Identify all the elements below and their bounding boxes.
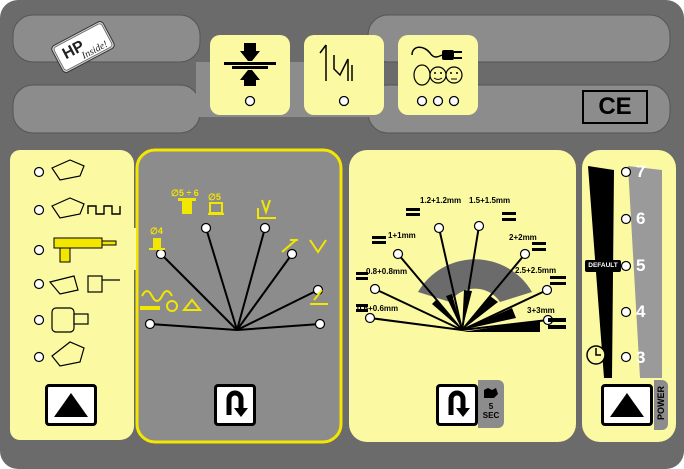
cycle-arrow-icon — [448, 390, 470, 417]
default-badge: DEFAULT — [585, 260, 621, 272]
stud-weld-icon — [319, 44, 353, 81]
thk-led-4 — [433, 222, 445, 234]
thk-label-6: 2+2mm — [509, 233, 537, 242]
thk-led-3 — [392, 248, 404, 260]
plug-mode-icon — [411, 46, 463, 86]
thk-label-8: 3+3mm — [527, 306, 555, 315]
thk-label-4: 1.2+1.2mm — [420, 196, 462, 205]
tool-item-5[interactable] — [33, 307, 89, 333]
tool-item-2[interactable] — [33, 197, 121, 219]
thk-led-1 — [364, 312, 376, 324]
thk-label-3: 1+1mm — [388, 231, 416, 240]
mode-stud-led — [338, 95, 350, 107]
label-d56: ∅5 ÷ 6 — [171, 188, 199, 198]
up-triangle-icon — [610, 393, 644, 417]
thk-label-1: 0.6+0.6mm — [357, 304, 399, 313]
power-wedge-gray — [628, 166, 662, 378]
power-label: POWER — [656, 386, 666, 421]
power-led-4 — [620, 306, 632, 318]
tool-item-4[interactable] — [33, 275, 121, 295]
thk-led-5 — [473, 220, 485, 232]
thk-led-6 — [519, 248, 531, 260]
plug-sub-led-1 — [416, 95, 428, 107]
func-led-5 — [286, 248, 298, 260]
plug-sub-led-2 — [432, 95, 444, 107]
label-d4: ∅4 — [150, 226, 163, 236]
hold-sec-unit: SEC — [482, 411, 500, 420]
tools-panel — [33, 159, 121, 367]
func-led-4 — [259, 222, 271, 234]
mode-stud-button[interactable] — [304, 35, 384, 115]
clock-icon — [586, 345, 606, 365]
mode-spot-led — [244, 95, 256, 107]
power-level-3: 3 — [636, 348, 646, 367]
hold-seconds: 5 — [488, 402, 494, 411]
function-cycle-button[interactable] — [214, 384, 256, 426]
tool-item-3-selected[interactable] — [33, 237, 117, 263]
up-triangle-icon — [54, 393, 88, 417]
mode-spot-button[interactable] — [210, 35, 290, 115]
func-led-1 — [144, 318, 156, 330]
thk-led-7 — [541, 284, 553, 296]
tool-item-1[interactable] — [33, 159, 85, 181]
thk-label-2: 0.8+0.8mm — [366, 267, 408, 276]
hp-inside-logo: HP Inside! — [48, 18, 118, 76]
power-level-5: 5 — [636, 256, 646, 275]
cycle-arrow-icon — [226, 390, 248, 417]
power-led-3 — [620, 351, 632, 363]
thk-label-5: 1.5+1.5mm — [469, 196, 511, 205]
power-level-7: 7 — [636, 162, 646, 181]
mode-plug-button[interactable] — [398, 35, 478, 115]
func-led-7 — [314, 318, 326, 330]
power-label-tab: POWER — [654, 380, 668, 430]
power-led-7 — [620, 166, 632, 178]
hand-icon — [484, 388, 498, 398]
power-led-5 — [620, 260, 632, 272]
plug-sub-led-3 — [448, 95, 460, 107]
thickness-cycle-button[interactable] — [436, 384, 478, 426]
hold-5-sec-badge: 5 SEC — [478, 380, 504, 428]
thk-label-7: 2.5+2.5mm — [515, 266, 557, 275]
label-d5: ∅5 — [208, 192, 221, 202]
func-led-3 — [200, 222, 212, 234]
tools-up-button[interactable] — [45, 384, 97, 426]
tool-item-6[interactable] — [33, 341, 85, 367]
spot-weld-icon — [224, 43, 276, 86]
power-wedge-black — [588, 166, 614, 378]
thk-led-2 — [369, 283, 381, 295]
power-led-6 — [620, 213, 632, 225]
ce-mark: CE — [582, 90, 648, 124]
power-level-4: 4 — [636, 302, 646, 321]
power-up-button[interactable] — [601, 384, 653, 426]
power-level-6: 6 — [636, 209, 646, 228]
